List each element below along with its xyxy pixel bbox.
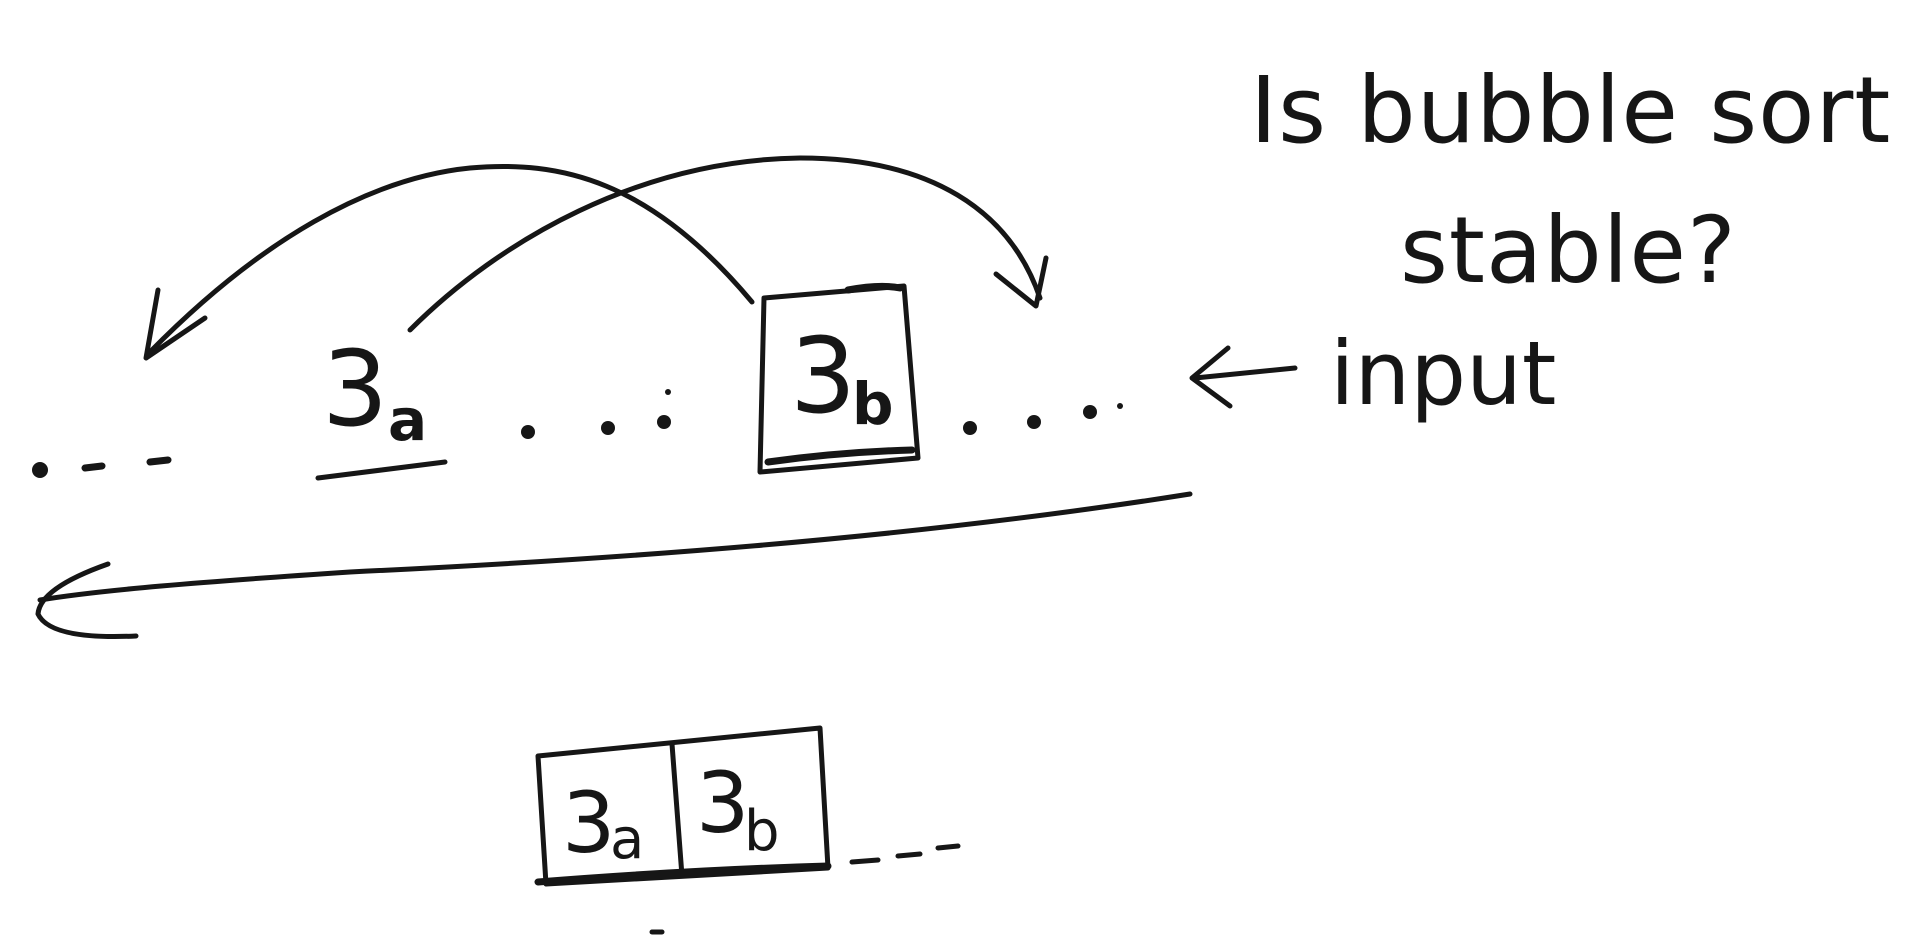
question-line-2: stable? <box>1400 197 1737 304</box>
swap-arrow-left-icon <box>147 163 755 355</box>
middle-ellipsis <box>521 389 671 439</box>
swap-arrows <box>143 155 1049 361</box>
element-3b-digit: 3 <box>790 315 856 437</box>
swap-arrow-right-head <box>993 255 1049 309</box>
swap-arrow-right-icon <box>407 155 1043 333</box>
direction-arrow-icon <box>37 491 1193 603</box>
question-line-1: Is bubble sort <box>1250 57 1891 164</box>
element-3a-digit: 3 <box>322 328 388 450</box>
output-array: 3 a 3 b <box>534 725 961 935</box>
question-text: Is bubble sort stable? <box>1250 57 1891 304</box>
element-3a-underline <box>315 459 448 481</box>
direction-arrow-head <box>35 561 139 639</box>
swap-arrow-left-head <box>143 287 208 361</box>
element-3a: 3 a <box>315 328 448 481</box>
trailing-ellipsis <box>963 403 1123 435</box>
leading-ellipsis <box>32 456 172 478</box>
element-3b-subscript: b <box>852 370 894 438</box>
element-3a-subscript: a <box>388 386 427 454</box>
output-cell-2: 3 b <box>696 754 780 864</box>
input-label: input <box>1330 322 1556 425</box>
input-arrow-icon <box>1189 345 1298 409</box>
direction-arrow <box>35 491 1193 639</box>
output-cell-1-subscript: a <box>610 807 644 872</box>
input-pointer: input <box>1189 322 1556 425</box>
output-cell-1: 3 a <box>562 774 644 872</box>
output-cell-2-subscript: b <box>744 799 780 864</box>
output-cell-2-digit: 3 <box>696 754 749 852</box>
output-cell-1-digit: 3 <box>562 774 615 872</box>
output-trailing-dashes <box>849 843 961 865</box>
element-3b-box: 3 b <box>757 282 921 475</box>
